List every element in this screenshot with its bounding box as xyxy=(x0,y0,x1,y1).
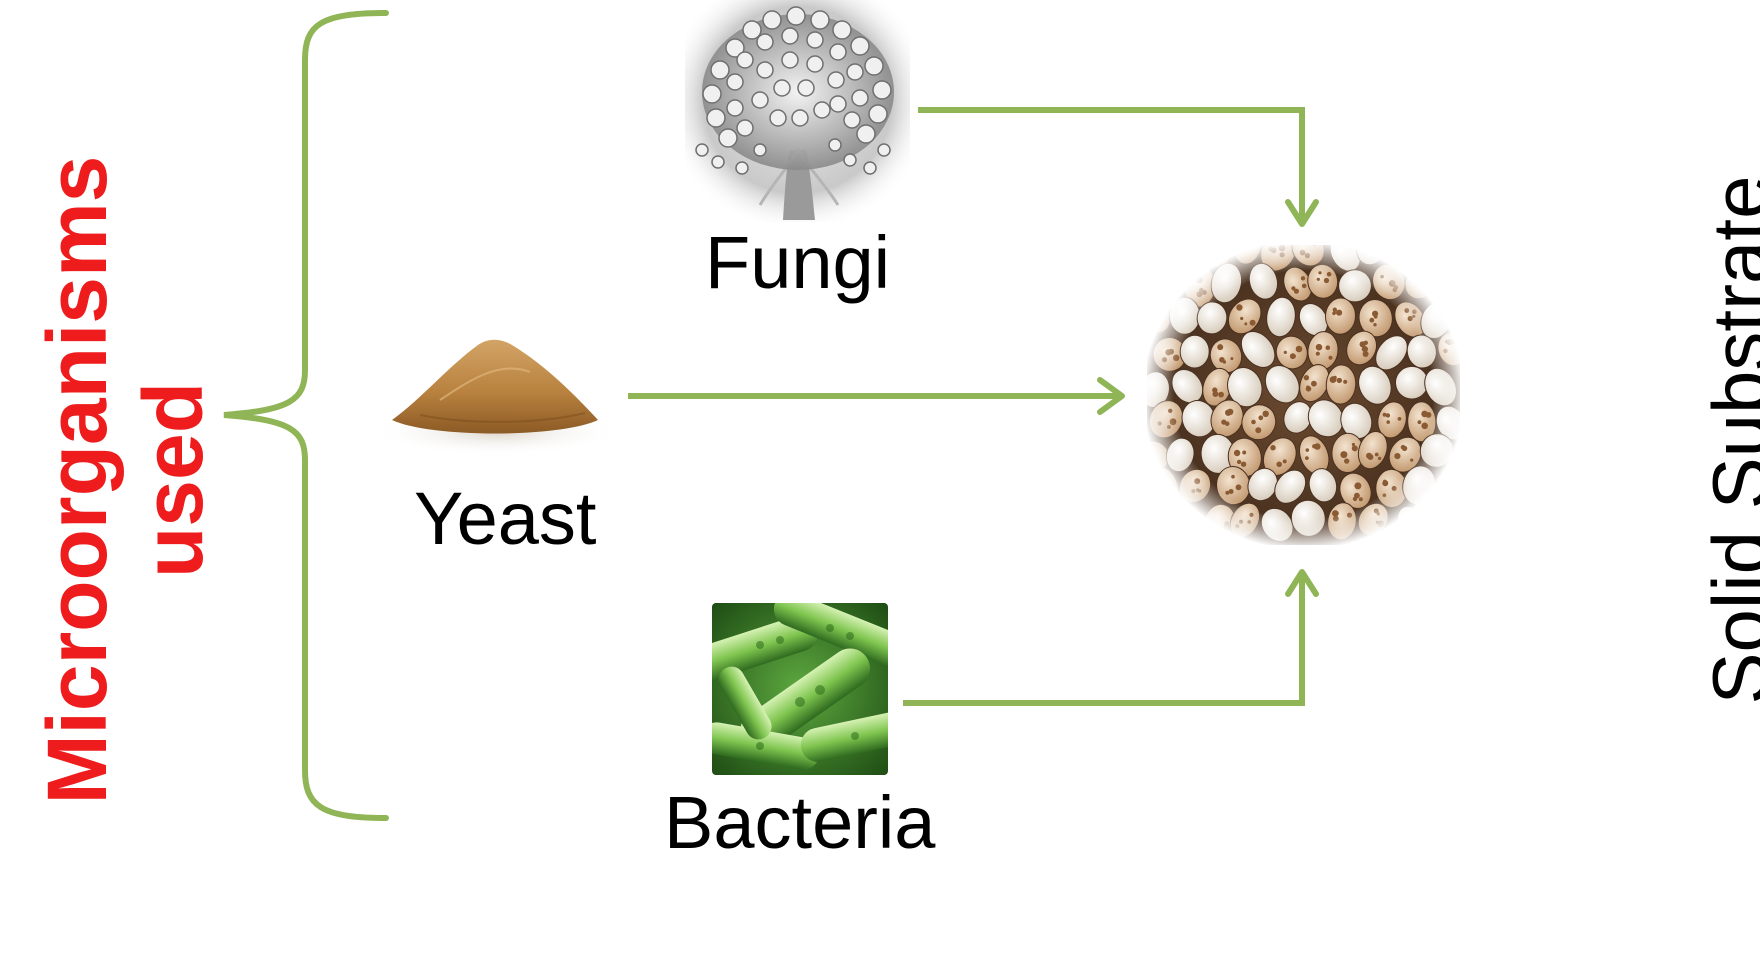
bacteria-connector xyxy=(903,572,1302,703)
yeast-label: Yeast xyxy=(414,482,596,556)
bacteria-label: Bacteria xyxy=(664,786,935,860)
bacteria-cells-icon xyxy=(688,587,913,775)
fungi-micrograph-icon xyxy=(685,0,910,222)
brace xyxy=(224,13,386,818)
title-line-1: Microorganisms xyxy=(29,156,125,805)
fungi-connector xyxy=(918,110,1302,224)
diagram-title: Microorganisms used xyxy=(20,40,230,920)
substrate-label: Solid Substrate xyxy=(1690,0,1760,880)
title-line-2: used xyxy=(125,382,221,578)
yeast-powder-icon xyxy=(371,340,621,456)
fungi-label: Fungi xyxy=(705,226,890,300)
beans-substrate-icon xyxy=(1133,222,1473,550)
